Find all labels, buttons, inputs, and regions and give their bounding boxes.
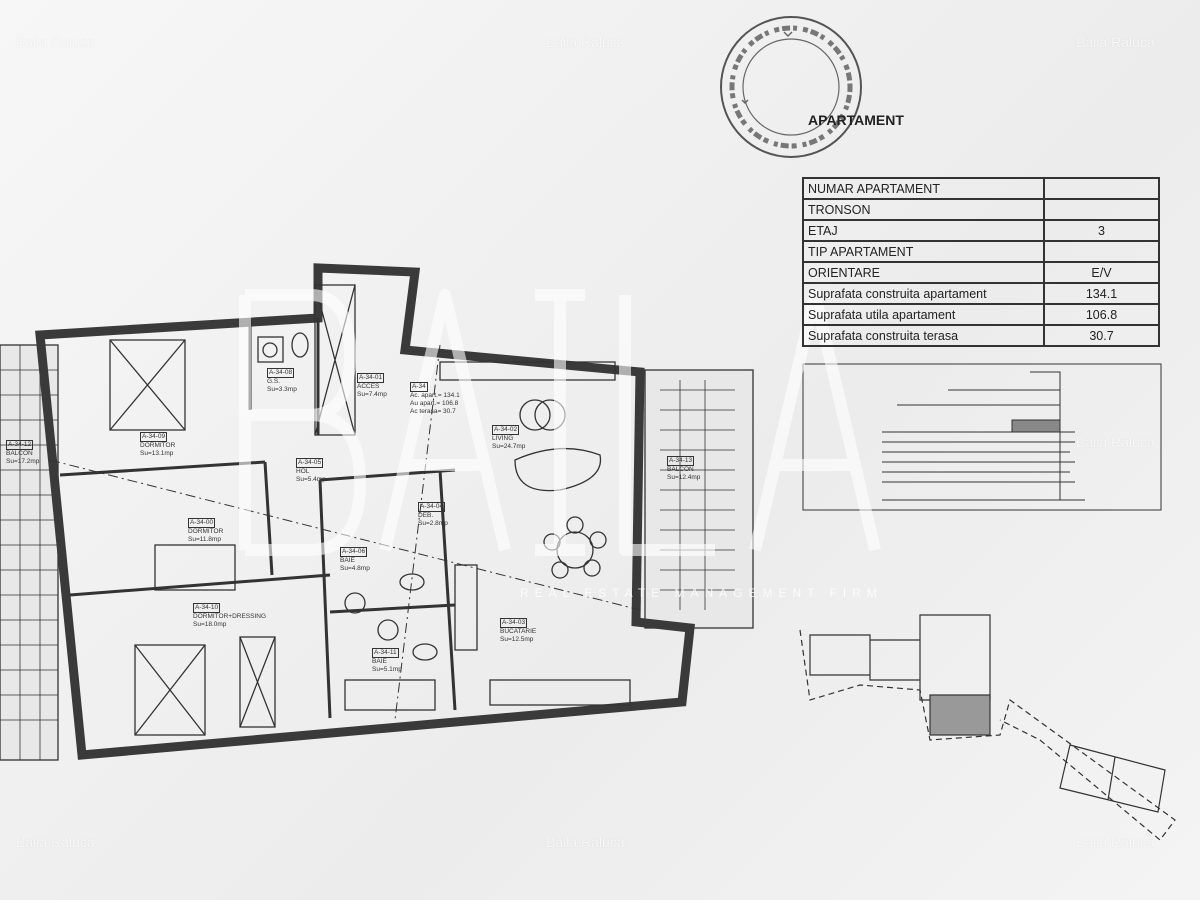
plan-line: Ac. apart.= 134.1	[410, 392, 460, 399]
row-value	[1043, 177, 1160, 200]
row-label: Suprafata construita apartament	[802, 282, 1045, 305]
apartment-title: APARTAMENT	[808, 112, 904, 128]
brand-watermark-subtitle: REAL ESTATE MANAGEMENT FIRM	[520, 586, 883, 600]
table-row: NUMAR APARTAMENT	[802, 177, 1160, 200]
watermark: Baila Raluca	[1076, 434, 1155, 450]
row-value: 134.1	[1043, 282, 1160, 305]
row-value: 3	[1043, 219, 1160, 242]
row-label: NUMAR APARTAMENT	[802, 177, 1045, 200]
table-row: TIP APARTAMENT	[802, 240, 1160, 263]
row-value: 106.8	[1043, 303, 1160, 326]
plan-code: A-34	[410, 382, 428, 392]
watermark: Baila Raluca	[546, 834, 625, 850]
row-value	[1043, 240, 1160, 263]
plan-summary-box: A-34 Ac. apart.= 134.1 Au apart.= 106.8 …	[410, 382, 460, 416]
watermark: Baila Raluca	[1076, 34, 1155, 50]
row-label: TRONSON	[802, 198, 1045, 221]
watermark: Baila Raluca	[546, 34, 625, 50]
plan-line: Au apart.= 106.8	[410, 400, 459, 407]
row-label: Suprafata construita terasa	[802, 324, 1045, 347]
watermark: Baila Raluca	[1076, 834, 1155, 850]
row-label: ETAJ	[802, 219, 1045, 242]
watermark: Baila Raluca	[16, 34, 95, 50]
row-label: ORIENTARE	[802, 261, 1045, 284]
notary-stamp	[720, 16, 862, 158]
table-row: TRONSON	[802, 198, 1160, 221]
building-section-diagram	[802, 363, 1162, 511]
row-label: TIP APARTAMENT	[802, 240, 1045, 263]
watermark: Baila Raluca	[16, 834, 95, 850]
outer-walls	[35, 263, 695, 760]
plan-line: Ac terasa= 30.7	[410, 408, 456, 415]
row-label: Suprafata utila apartament	[802, 303, 1045, 326]
row-value: E/V	[1043, 261, 1160, 284]
row-value: 30.7	[1043, 324, 1160, 347]
site-key-plan	[799, 614, 1176, 841]
row-value	[1043, 198, 1160, 221]
